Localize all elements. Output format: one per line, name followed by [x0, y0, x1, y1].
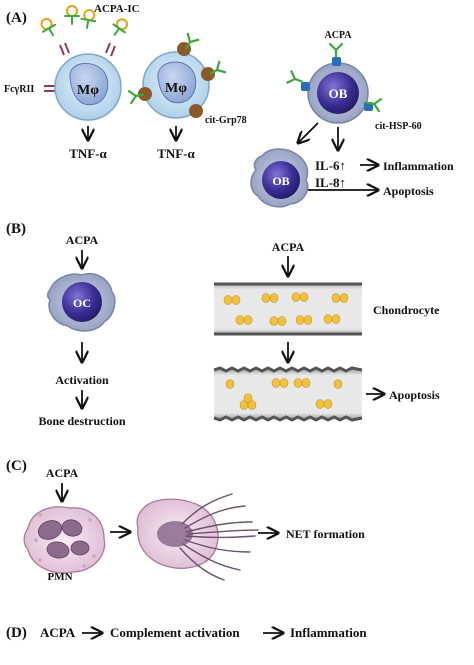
cartilage-healthy [214, 282, 362, 336]
fcgr-receptor-icon [59, 42, 116, 57]
panel-c-label: (C) [6, 458, 27, 474]
cit-hsp60-antigen-icon [286, 42, 383, 113]
acpa-ic-label: ACPA-IC [94, 3, 140, 15]
acpa-label-a: ACPA [324, 30, 352, 41]
macrophage-1-label: Mφ [77, 83, 99, 98]
bone-destruction-label: Bone destruction [39, 414, 126, 428]
panel-c: (C) ACPA PMN [6, 458, 365, 583]
chondrocyte-label: Chondrocyte [373, 303, 440, 317]
osteoclast-cell: OC [46, 273, 116, 332]
tnf-alpha-label-2: TNF-α [157, 146, 195, 161]
acpa-label-b2: ACPA [272, 240, 305, 254]
panel-d-label: (D) [6, 625, 27, 641]
inflammation-label-a: Inflammation [383, 159, 454, 173]
net-formation-label: NET formation [286, 527, 365, 541]
panel-b-label: (B) [6, 221, 26, 237]
panel-a: (A) ACPA-IC FcγRII Mφ [4, 3, 454, 208]
osteoblast-cell-1: OB [307, 62, 369, 124]
cit-grp78-label: cit-Grp78 [205, 115, 247, 126]
apoptosis-label-b: Apoptosis [389, 388, 440, 402]
osteoclast-label: OC [73, 296, 91, 310]
multilobed-nucleus-icon [37, 519, 90, 559]
immune-complex-group [36, 5, 132, 57]
neutrophil-cell [23, 506, 106, 574]
panel-a-label: (A) [6, 10, 27, 26]
acpa-label-c: ACPA [46, 466, 79, 480]
activation-label: Activation [55, 373, 109, 387]
osteoblast-cell-2: OB [250, 148, 309, 208]
arrow-ob-apoptotic [298, 122, 319, 143]
macrophage-2-label: Mφ [165, 81, 187, 96]
net-forming-cell [136, 493, 259, 581]
panel-b: (B) ACPA OC Activation Bone destruction … [6, 221, 440, 428]
pmn-label: PMN [47, 571, 72, 583]
panel-d: (D) ACPA Complement activation Inflammat… [6, 625, 367, 641]
chondrocyte-icon [225, 378, 343, 410]
acpa-label-d: ACPA [40, 625, 76, 640]
il6-label: IL-6↑ [315, 158, 346, 173]
chondrocyte-icon [223, 292, 349, 326]
macrophage-cell-2: Mφ [142, 51, 210, 119]
complement-activation-label: Complement activation [110, 625, 240, 640]
cit-hsp60-label: cit-HSP-60 [375, 121, 422, 132]
macrophage-cell-1: Mφ [54, 53, 122, 121]
osteoblast-1-label: OB [329, 86, 348, 101]
fcgr-label: FcγRII [4, 84, 34, 95]
cit-grp78-antigen-icon [127, 32, 227, 118]
acpa-label-b1: ACPA [66, 233, 99, 247]
il8-label: IL-8↑ [315, 175, 346, 190]
cartilage-damaged [213, 366, 363, 422]
apoptosis-label-a: Apoptosis [383, 184, 434, 198]
net-fibers-icon [179, 493, 259, 581]
inflammation-label-d: Inflammation [290, 625, 367, 640]
tnf-alpha-label-1: TNF-α [69, 146, 107, 161]
osteoblast-2-label: OB [272, 174, 289, 188]
